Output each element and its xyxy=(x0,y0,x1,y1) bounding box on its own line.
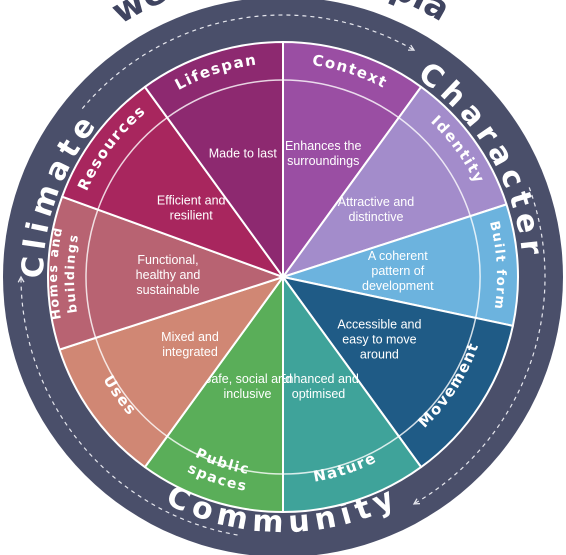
segment-wedge xyxy=(282,276,514,469)
band-divider xyxy=(398,117,472,217)
segment-wedge xyxy=(47,195,284,351)
arrow-head-icon xyxy=(412,498,421,505)
segment-wedge xyxy=(282,85,508,278)
band-divider xyxy=(166,435,284,475)
segment-wedge xyxy=(282,203,519,327)
band-divider xyxy=(282,79,400,119)
band-divider xyxy=(97,117,168,210)
segment-description: Made to last xyxy=(209,146,278,160)
ring-dashed-arc xyxy=(20,276,238,536)
segment-wedge xyxy=(58,276,284,469)
segment-wedge xyxy=(282,276,423,513)
band-label: Homes and xyxy=(45,225,65,321)
segment-wedge xyxy=(282,41,423,278)
band-divider xyxy=(85,209,99,339)
ring-dashed-arc xyxy=(413,187,546,505)
segment-wedge xyxy=(61,85,284,278)
band-divider xyxy=(166,79,284,119)
band-divider xyxy=(469,215,481,319)
band-divider xyxy=(94,337,168,437)
band-divider xyxy=(282,435,400,475)
segment-wedge xyxy=(143,41,284,278)
segment-wedge xyxy=(143,276,284,513)
arrow-head-icon xyxy=(17,275,25,283)
arrow-head-icon xyxy=(407,44,416,51)
band-divider xyxy=(398,317,477,437)
ring-dashed-arc xyxy=(81,14,415,109)
